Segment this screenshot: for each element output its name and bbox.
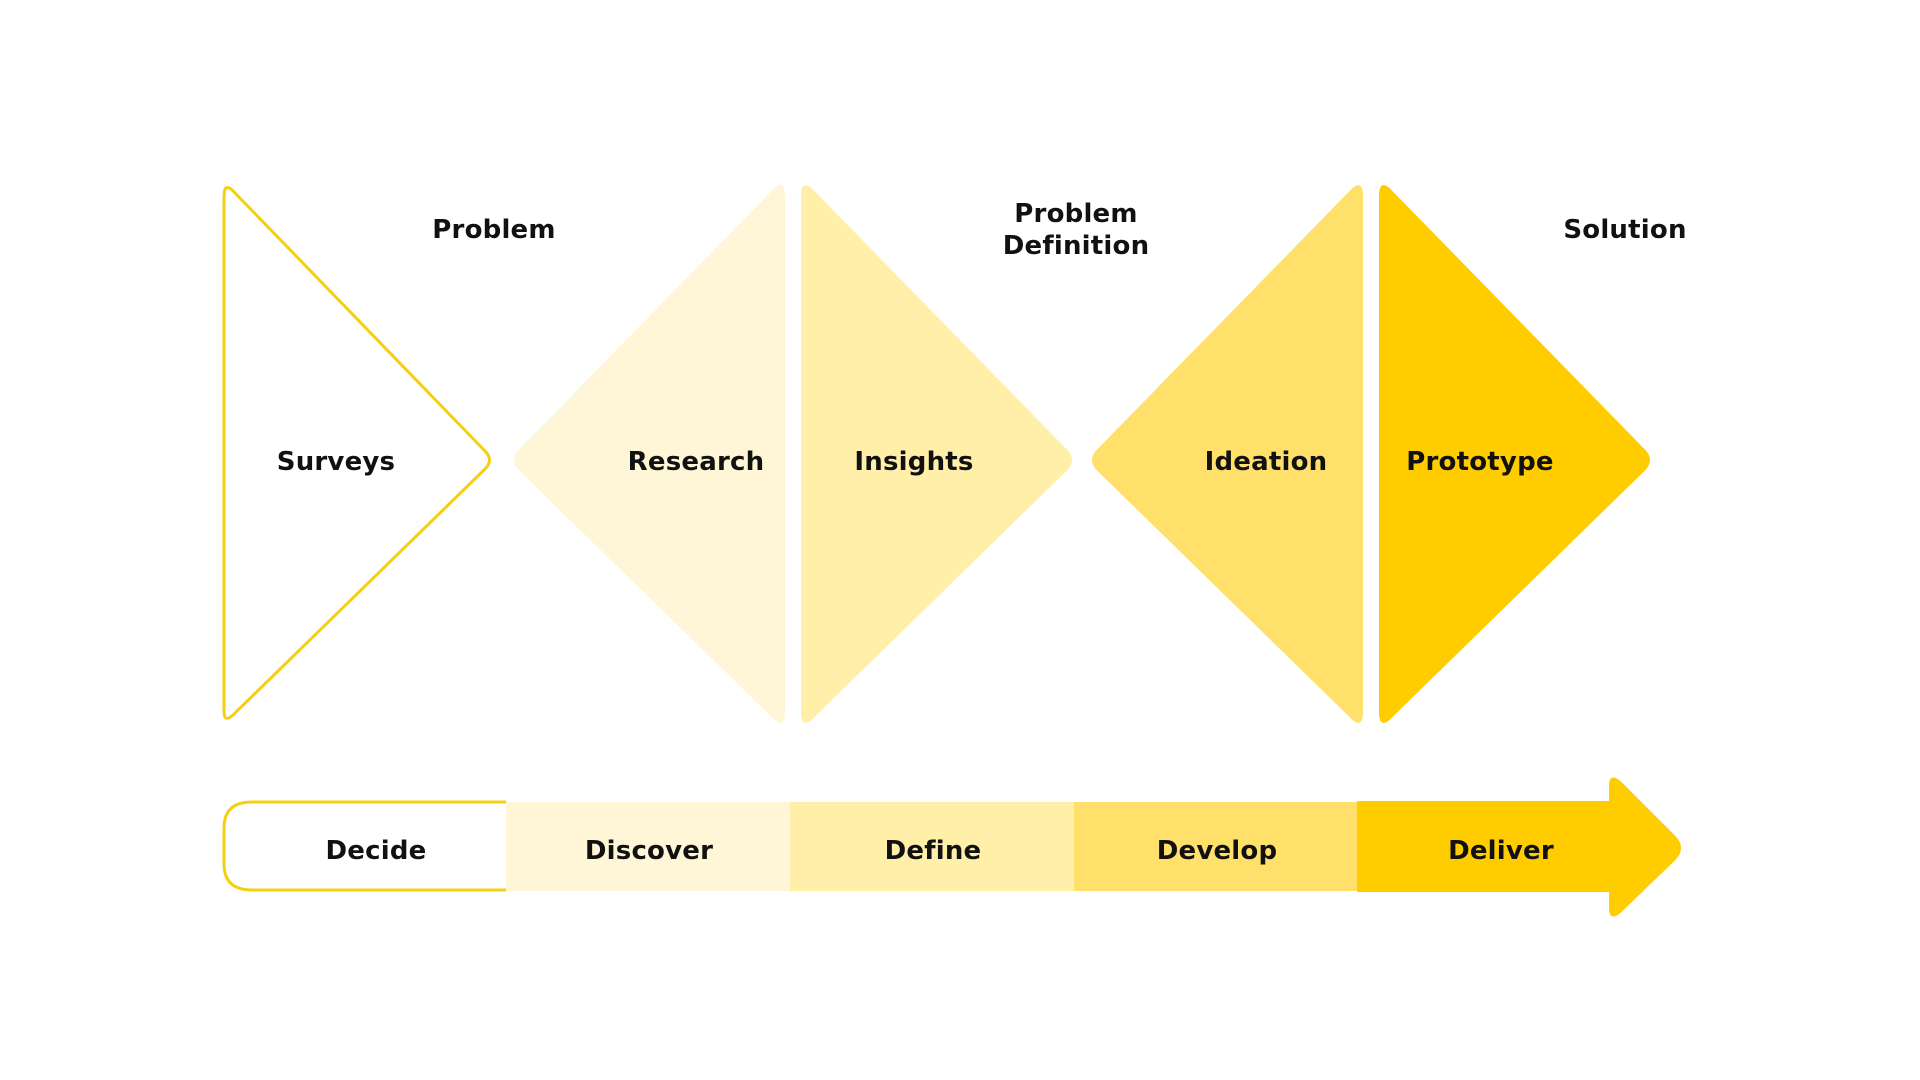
phase-deliver-arrow [1357,777,1681,917]
step-research: Research [628,447,765,477]
phase-define-label: Define [885,836,982,866]
phase-define-segment [790,802,1074,891]
phase-discover-label: Discover [585,836,713,866]
phase-decide-label: Decide [326,836,427,866]
phase-discover-segment [506,802,790,891]
prototype-triangle [1379,185,1650,723]
ideation-triangle [1092,185,1363,723]
research-triangle [514,185,785,723]
heading-problem: Problem [432,215,555,245]
phase-develop-label: Develop [1157,836,1278,866]
phase-decide-segment [222,800,506,892]
phase-develop-segment [1074,802,1358,891]
heading-solution: Solution [1563,215,1686,245]
step-insights: Insights [854,447,973,477]
phase-deliver-label: Deliver [1448,836,1554,866]
surveys-triangle [222,186,491,720]
heading-problem-definition-line2: Definition [1003,231,1150,261]
insights-triangle [801,185,1072,723]
step-prototype: Prototype [1406,447,1553,477]
step-surveys: Surveys [277,447,395,477]
heading-problem-definition-line1: Problem [1014,199,1137,229]
step-ideation: Ideation [1205,447,1328,477]
